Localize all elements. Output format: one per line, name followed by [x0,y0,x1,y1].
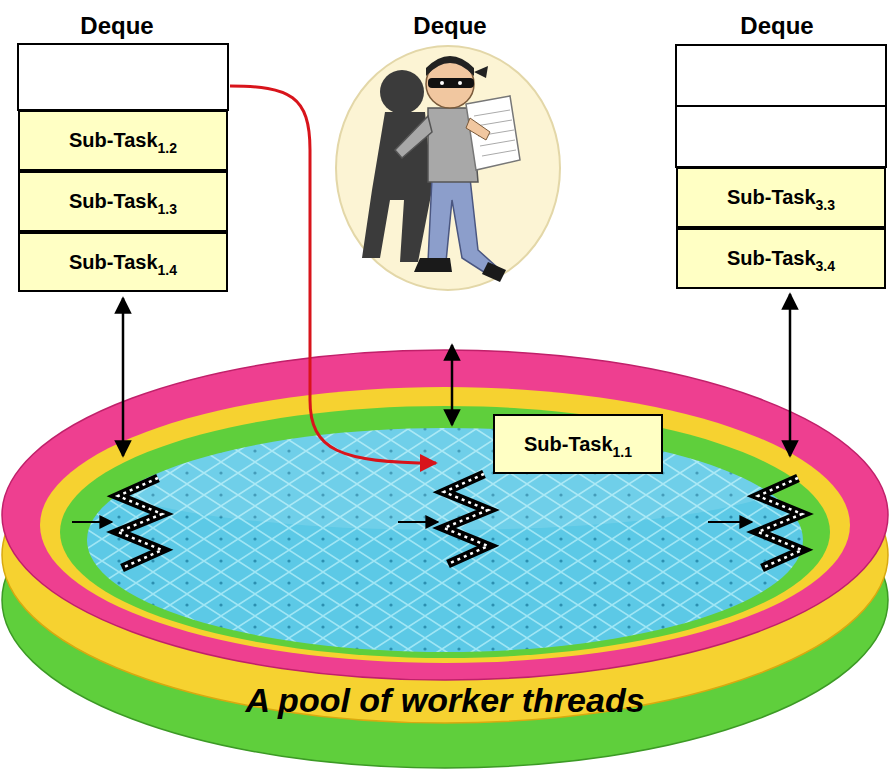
subtask-box: Sub-Task3.4 [676,228,886,289]
deque-heading: Deque [740,12,813,40]
thief-illustration [336,46,560,290]
subtask-box: Sub-Task1.2 [18,110,228,171]
subtask-text: Sub-Task3.3 [727,186,835,209]
task-name: Sub-Task [727,247,816,270]
subtask-text: Sub-Task1.2 [69,129,177,152]
task-index: 3.4 [816,258,835,274]
pool-caption: A pool of worker threads [245,681,644,720]
subtask-text: Sub-Task1.4 [69,251,177,274]
empty-deque-slot [18,44,886,167]
subtask-box: Sub-Task1.3 [18,171,228,232]
task-index: 1.1 [613,444,632,460]
task-index: 1.4 [158,262,177,278]
task-name: Sub-Task [69,129,158,152]
task-index: 1.3 [158,201,177,217]
task-name: Sub-Task [69,190,158,213]
deque-heading: Deque [413,12,486,40]
subtask-box: Sub-Task1.1 [493,414,663,474]
deque-thread-arrow [123,294,790,456]
task-name: Sub-Task [69,251,158,274]
task-index: 1.2 [158,140,177,156]
task-name: Sub-Task [524,433,613,456]
task-name: Sub-Task [727,186,816,209]
worker-thread [118,474,802,568]
subtask-text: Sub-Task3.4 [727,247,835,270]
pool [2,350,888,768]
subtask-text: Sub-Task1.3 [69,190,177,213]
subtask-box: Sub-Task3.3 [676,167,886,228]
thread-input-arrow [72,521,752,523]
subtask-box: Sub-Task1.4 [18,232,228,292]
steal-arrow [230,86,436,463]
deque-heading: Deque [80,12,153,40]
task-index: 3.3 [816,197,835,213]
subtask-text: Sub-Task1.1 [524,433,632,456]
